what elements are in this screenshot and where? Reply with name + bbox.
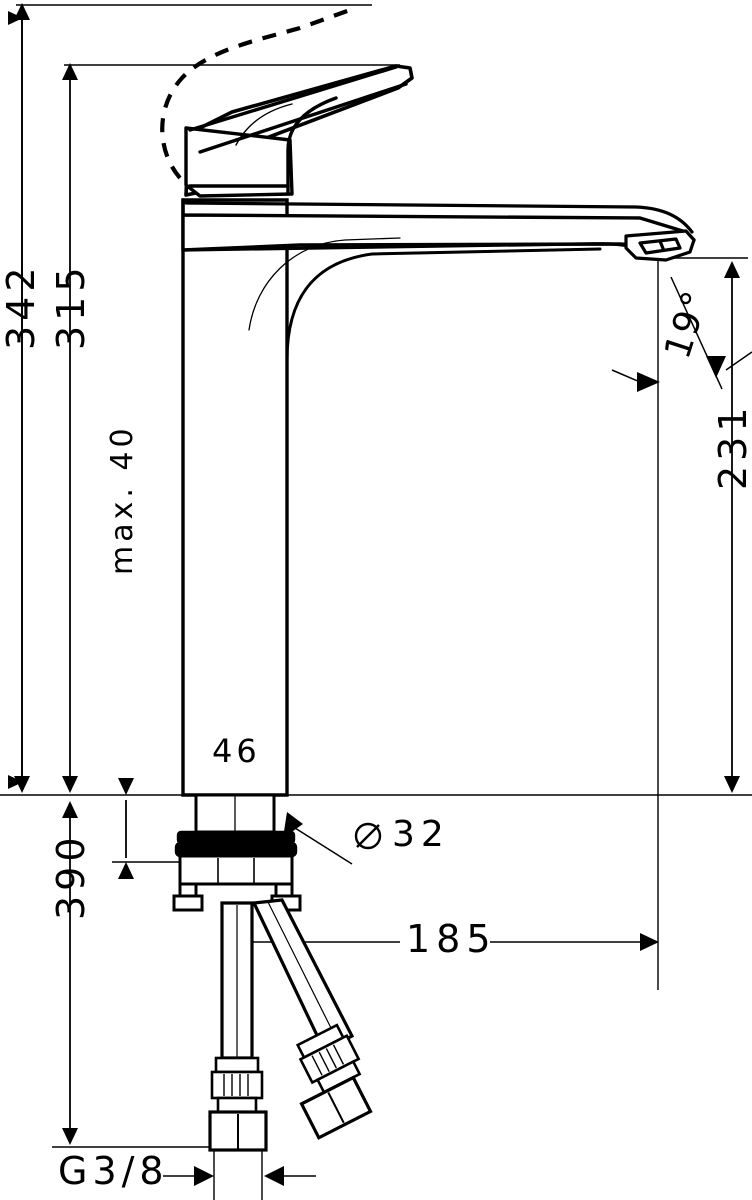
supply-hose-left [220, 901, 254, 1060]
lever-handle-base [184, 126, 294, 198]
dimension-label-counter-thickness: max. 40 [105, 424, 140, 575]
leader-line-shank-diameter [283, 812, 382, 865]
callout-label-shank-diameter-value: 32 [392, 814, 450, 855]
dimension-line-thread-size [163, 1166, 316, 1186]
witness-lines [0, 4, 752, 1200]
aerator [624, 229, 696, 262]
dimension-label-spout-top-height: 315 [49, 262, 93, 350]
supply-hose-left-nut [208, 1110, 268, 1152]
dimension-label-spout-reach: 185 [406, 917, 497, 961]
dimension-label-hose-length: 390 [49, 832, 93, 920]
lever-handle-detail [235, 103, 293, 146]
lever-handle-shoulder [286, 96, 338, 194]
dimension-label-total-height: 342 [0, 262, 43, 350]
dimension-line-spout-height [724, 261, 740, 793]
supply-hose-right [251, 898, 355, 1053]
dimension-label-body-width: 46 [212, 732, 261, 770]
spout-inner-thin-contour [248, 237, 401, 331]
supply-hose-right-crimp [295, 1023, 362, 1094]
mounting-gasket [174, 830, 298, 858]
dimension-label-spout-height: 231 [711, 402, 752, 490]
callout-label-thread-size: G3/8 [58, 1149, 169, 1193]
spout-inner-contour [285, 247, 602, 797]
angle-annotation-handle [611, 276, 752, 392]
dimension-line-spout-top-height [62, 63, 78, 793]
dimension-line-counter-thickness [118, 778, 134, 879]
supply-hose-left-crimp [210, 1056, 264, 1114]
handle-open-position-dashed [160, 8, 351, 180]
dimension-line-total-height [7, 3, 30, 793]
mounting-shank [194, 793, 276, 834]
dimension-line-hose-length [62, 801, 78, 1145]
supply-hose-right-nut [299, 1075, 373, 1140]
faucet-body-column [181, 198, 289, 797]
